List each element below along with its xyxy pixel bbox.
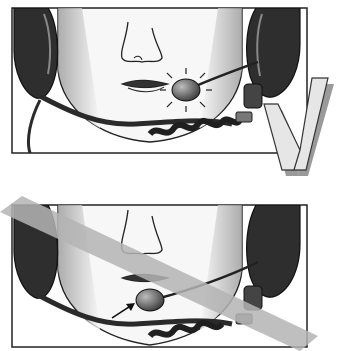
panel-correct [12, 8, 334, 176]
microphone [136, 289, 164, 311]
connector [236, 112, 252, 122]
microphone [172, 79, 200, 101]
panel-incorrect [0, 196, 318, 351]
mic-boom-base [244, 84, 262, 108]
